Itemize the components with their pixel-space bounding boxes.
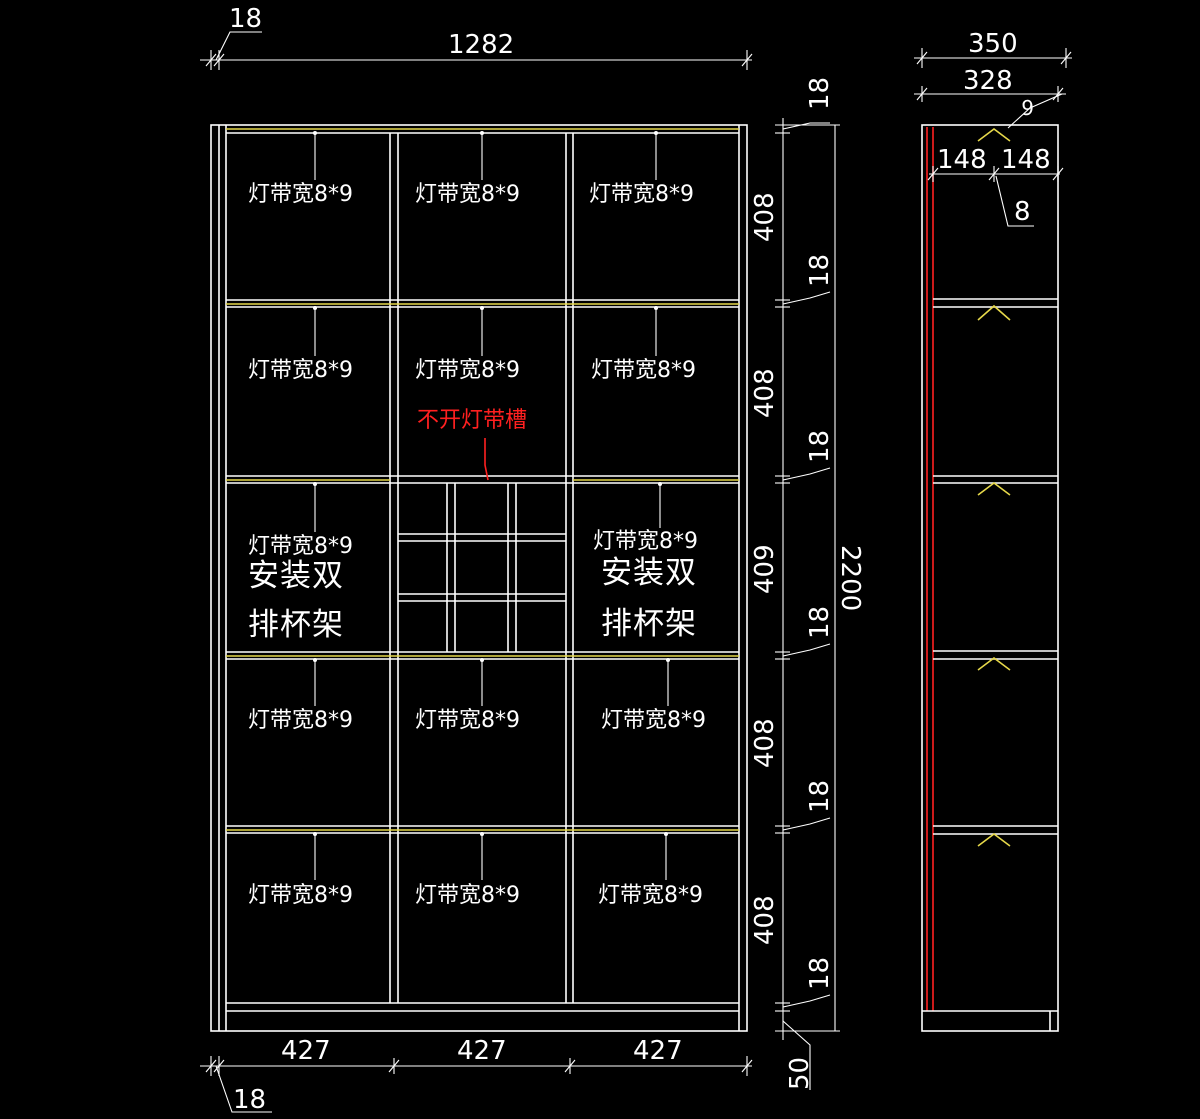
dim-column-width: 427 (633, 1036, 683, 1066)
light-strip-label: 灯带宽8*9 (248, 883, 353, 908)
dim-shelf: 18 (805, 430, 835, 463)
red-leader (484, 438, 489, 481)
chain-ticks (775, 124, 840, 1032)
cup-rack-label: 安装双 (248, 558, 344, 594)
dim-row-height: 408 (750, 895, 780, 945)
light-strip-label: 灯带宽8*9 (248, 708, 353, 733)
light-strip-label: 灯带宽8*9 (589, 182, 694, 207)
no-groove-label: 不开灯带槽 (417, 408, 527, 433)
front-dimensions: 18 1282 18 427 427 427 (200, 4, 865, 1115)
dim-total-height: 2200 (835, 545, 865, 611)
light-strip-label: 灯带宽8*9 (591, 358, 696, 383)
dim-shelf: 18 (805, 780, 835, 813)
dim-column-width: 427 (457, 1036, 507, 1066)
light-strip-label: 灯带宽8*9 (415, 182, 520, 207)
side-dimensions: 350 328 6 148 148 8 (914, 29, 1072, 227)
light-strip-label: 灯带宽8*9 (601, 708, 706, 733)
side-outline (921, 124, 1059, 1032)
cup-rack-label: 安装双 (601, 555, 697, 591)
light-strip-label: 灯带宽8*9 (593, 529, 698, 554)
dim-row-height: 409 (750, 544, 780, 594)
light-strip-label: 灯带宽8*9 (415, 358, 520, 383)
shelves (226, 299, 739, 1012)
light-strip-labels: 灯带宽8*9 灯带宽8*9 灯带宽8*9 灯带宽8*9 灯带宽8*9 灯带宽8*… (248, 182, 706, 908)
light-strip-label: 灯带宽8*9 (415, 883, 520, 908)
chain-leaders (782, 122, 831, 1090)
light-strip-label: 灯带宽8*9 (598, 883, 703, 908)
cabinet-outline (210, 124, 748, 1032)
dim-side-small: 6 (1021, 95, 1034, 119)
leader-lines (313, 131, 670, 880)
dim-side-depth: 350 (968, 29, 1018, 59)
dim-top-edge: 18 (229, 4, 262, 34)
dim-side-half: 148 (937, 145, 987, 175)
light-strip-label: 灯带宽8*9 (415, 708, 520, 733)
light-strip-label: 灯带宽8*9 (248, 534, 353, 559)
dim-bottom-edge: 18 (233, 1085, 266, 1115)
dim-total-width: 1282 (448, 30, 514, 60)
side-shelves (922, 298, 1058, 1031)
dim-side-inner-depth: 328 (963, 66, 1013, 96)
dim-shelf: 18 (805, 957, 835, 990)
dim-shelf: 18 (805, 77, 835, 110)
dim-row-height: 408 (750, 368, 780, 418)
side-elevation (921, 124, 1059, 1032)
cup-rack-grid (398, 483, 566, 652)
dim-shelf: 18 (805, 254, 835, 287)
dim-base: 50 (785, 1057, 815, 1090)
dim-row-height: 408 (750, 718, 780, 768)
light-groove-marks (977, 128, 1011, 847)
cup-rack-label: 排杯架 (601, 606, 697, 642)
light-strip-lines (226, 128, 739, 831)
cup-rack-label: 排杯架 (248, 607, 344, 643)
light-strip-label: 灯带宽8*9 (248, 182, 353, 207)
dim-row-height: 408 (750, 192, 780, 242)
front-elevation: 灯带宽8*9 灯带宽8*9 灯带宽8*9 灯带宽8*9 灯带宽8*9 灯带宽8*… (210, 124, 748, 1032)
dim-column-width: 427 (281, 1036, 331, 1066)
light-strip-label: 灯带宽8*9 (248, 358, 353, 383)
dim-side-half: 148 (1001, 145, 1051, 175)
dim-shelf: 18 (805, 606, 835, 639)
dim-side-gap: 8 (1014, 197, 1031, 227)
